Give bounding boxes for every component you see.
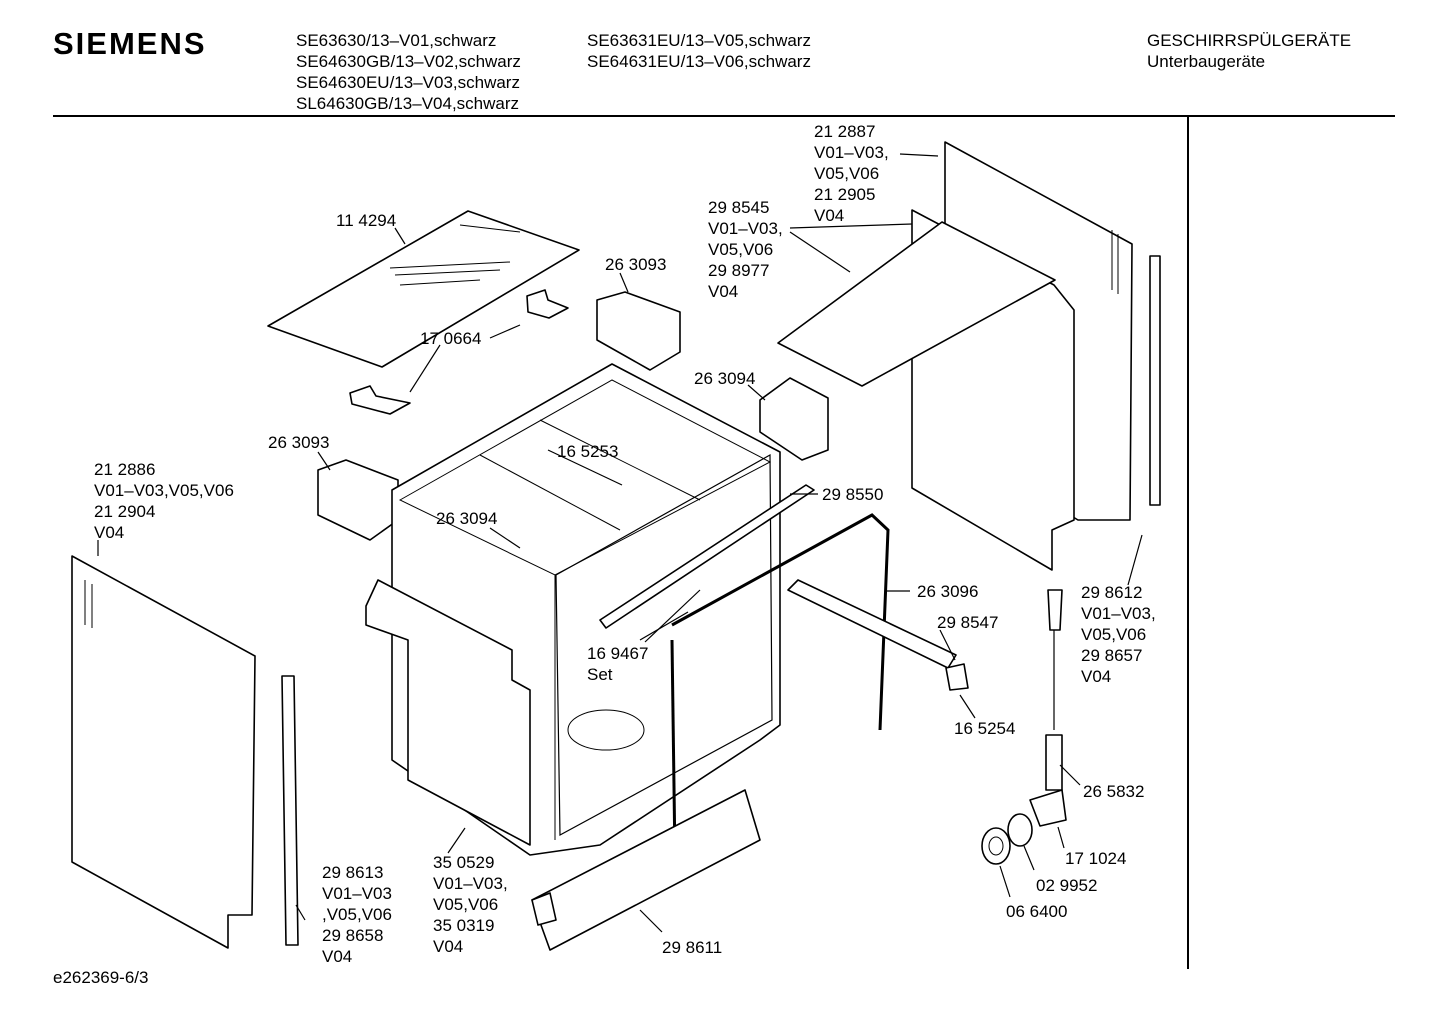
callout-c16: 29 8612 V01–V03, V05,V06 29 8657 V04 <box>1081 583 1160 686</box>
category-block: GESCHIRRSPÜLGERÄTE Unterbaugeräte <box>1147 30 1351 72</box>
hinge-bracket <box>317 459 399 541</box>
callout-c1: 11 4294 <box>336 211 396 230</box>
drain-elbow <box>1029 789 1067 827</box>
model-line: SE64630EU/13–V03,schwarz <box>296 73 520 92</box>
callout-c18: 17 1024 <box>1065 849 1126 868</box>
model-line: SE63630/13–V01,schwarz <box>296 31 497 50</box>
brand-logo: SIEMENS <box>53 26 207 61</box>
hinge-bracket <box>596 291 681 371</box>
callout-c15: 16 5254 <box>954 719 1015 738</box>
callout-c21: 29 8613 V01–V03 ,V05,V06 29 8658 V04 <box>322 863 397 966</box>
callout-c5: 26 3093 <box>268 433 329 452</box>
seal-ring <box>1007 813 1033 847</box>
callout-c17: 26 5832 <box>1083 782 1144 801</box>
callout-c10: 29 8545 V01–V03, V05,V06 29 8977 V04 <box>708 198 787 301</box>
callout-c7: 26 3094 <box>436 509 497 528</box>
kick-plate <box>365 579 531 846</box>
insulation-mat <box>267 210 580 368</box>
callout-c12: 26 3096 <box>917 582 978 601</box>
callout-c11: 29 8550 <box>822 485 883 504</box>
model-line: SE64630GB/13–V02,schwarz <box>296 52 521 71</box>
hose-fitting <box>1047 589 1063 631</box>
callout-c2: 26 3093 <box>605 255 666 274</box>
callout-c14: 16 9467 Set <box>587 644 653 684</box>
base-plate <box>777 221 1056 387</box>
model-list-1: SE63630/13–V01,schwarz SE64630GB/13–V02,… <box>296 30 521 114</box>
hose-fitting <box>1045 734 1063 791</box>
callout-c6: 16 5253 <box>557 442 618 461</box>
callout-c3: 17 0664 <box>420 329 481 348</box>
model-line: SL64630GB/13–V04,schwarz <box>296 94 520 113</box>
model-list-2: SE63631EU/13–V05,schwarz SE64631EU/13–V0… <box>587 30 811 72</box>
callout-c19: 02 9952 <box>1036 876 1097 895</box>
header-rule <box>53 115 1395 117</box>
drawing-code: e262369-6/3 <box>53 968 149 987</box>
bottom-trim <box>531 789 761 951</box>
side-strip <box>281 675 299 946</box>
side-strip <box>1149 255 1161 506</box>
mounting-bracket <box>526 289 569 319</box>
model-line: SE64631EU/13–V06,schwarz <box>587 52 811 71</box>
callout-c4: 26 3094 <box>694 369 755 388</box>
tube-clip <box>945 663 969 691</box>
model-line: SE63631EU/13–V05,schwarz <box>587 31 811 50</box>
spray-tube <box>787 579 957 669</box>
side-panel-left <box>71 555 256 949</box>
mounting-bracket <box>349 385 411 415</box>
drain-plug <box>981 827 1011 865</box>
side-cover <box>759 377 829 461</box>
callout-c13: 29 8547 <box>937 613 998 632</box>
callout-c9: 21 2887 V01–V03, V05,V06 21 2905 V04 <box>814 122 893 225</box>
trim-end <box>531 892 557 926</box>
door-strip <box>599 484 815 629</box>
category-title: GESCHIRRSPÜLGERÄTE <box>1147 31 1352 50</box>
margin-rule <box>1187 117 1189 969</box>
category-subtitle: Unterbaugeräte <box>1147 52 1266 71</box>
callout-c23: 29 8611 <box>662 938 722 957</box>
callout-c20: 06 6400 <box>1006 902 1067 921</box>
callout-c22: 35 0529 V01–V03, V05,V06 35 0319 V04 <box>433 853 512 956</box>
callout-c8: 21 2886 V01–V03,V05,V06 21 2904 V04 <box>94 460 239 542</box>
